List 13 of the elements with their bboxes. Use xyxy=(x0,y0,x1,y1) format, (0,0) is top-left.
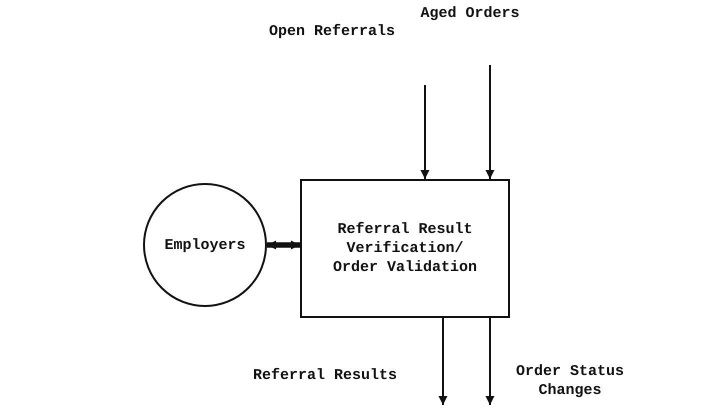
node-label: Employers xyxy=(164,236,246,254)
arrow xyxy=(438,318,448,405)
arrow xyxy=(485,318,494,405)
node-label: Referral Result Verification/ Order Validation xyxy=(332,220,478,277)
edge-label: Order Status Changes xyxy=(514,362,626,400)
entity-circle xyxy=(143,183,267,307)
arrow xyxy=(420,85,430,179)
arrow xyxy=(267,240,300,250)
edge-label: Aged Orders xyxy=(420,4,520,23)
edge-label: Referral Results xyxy=(252,366,398,385)
edge-label: Open Referrals xyxy=(268,22,396,41)
arrow xyxy=(485,65,494,179)
process-box xyxy=(300,179,510,318)
